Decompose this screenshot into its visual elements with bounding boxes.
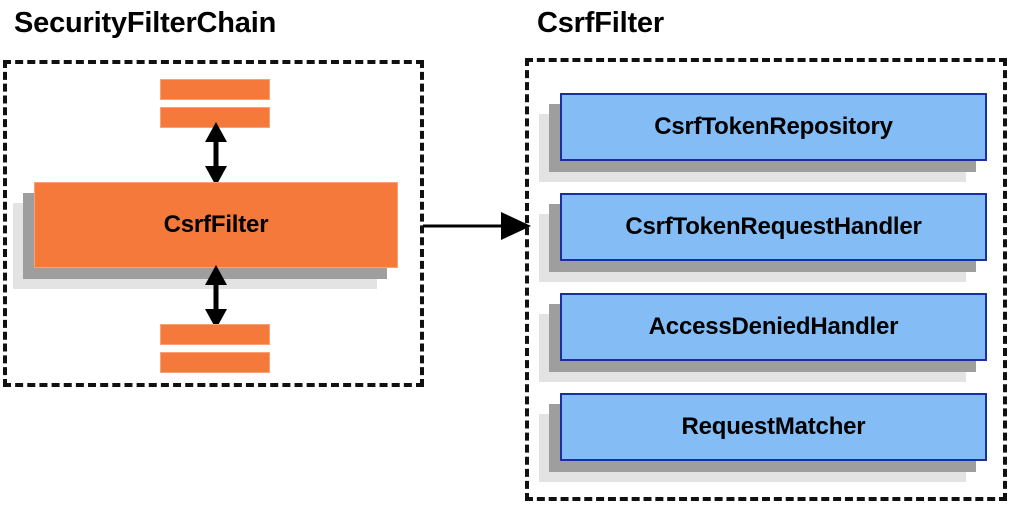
node-face: AccessDeniedHandler <box>560 293 987 361</box>
panel-title-csrf-filter: CsrfFilter <box>537 7 664 39</box>
arrow-csrf-filter-down <box>205 265 227 329</box>
node-csrf-filter[interactable]: CsrfFilter <box>13 182 398 289</box>
filter-stub-bottom-1 <box>160 324 270 345</box>
filter-stub-bottom-2 <box>160 352 270 373</box>
node-label-request-matcher: RequestMatcher <box>681 413 866 440</box>
node-access-denied-handler[interactable]: AccessDeniedHandler <box>539 293 987 382</box>
node-label-csrf-filter: CsrfFilter <box>163 211 269 238</box>
node-face: RequestMatcher <box>560 393 987 461</box>
panel-security-filter-chain <box>3 60 424 387</box>
filter-stub-top-1 <box>160 79 270 100</box>
node-face: CsrfTokenRepository <box>560 93 987 161</box>
node-label-access-denied-handler: AccessDeniedHandler <box>648 313 899 340</box>
node-label-csrf-token-repository: CsrfTokenRepository <box>654 113 893 140</box>
node-face: CsrfFilter <box>34 182 398 268</box>
node-face: CsrfTokenRequestHandler <box>560 193 987 261</box>
node-label-csrf-token-request-handler: CsrfTokenRequestHandler <box>625 213 922 240</box>
node-csrf-token-repository[interactable]: CsrfTokenRepository <box>539 93 987 182</box>
arrow-expand-csrf-filter <box>423 212 531 240</box>
node-request-matcher[interactable]: RequestMatcher <box>539 393 987 482</box>
arrow-csrf-filter-up <box>205 122 227 186</box>
panel-csrf-filter-detail <box>525 58 1007 501</box>
node-csrf-token-request-handler[interactable]: CsrfTokenRequestHandler <box>539 193 987 282</box>
panel-title-security-filter-chain: SecurityFilterChain <box>14 7 277 39</box>
